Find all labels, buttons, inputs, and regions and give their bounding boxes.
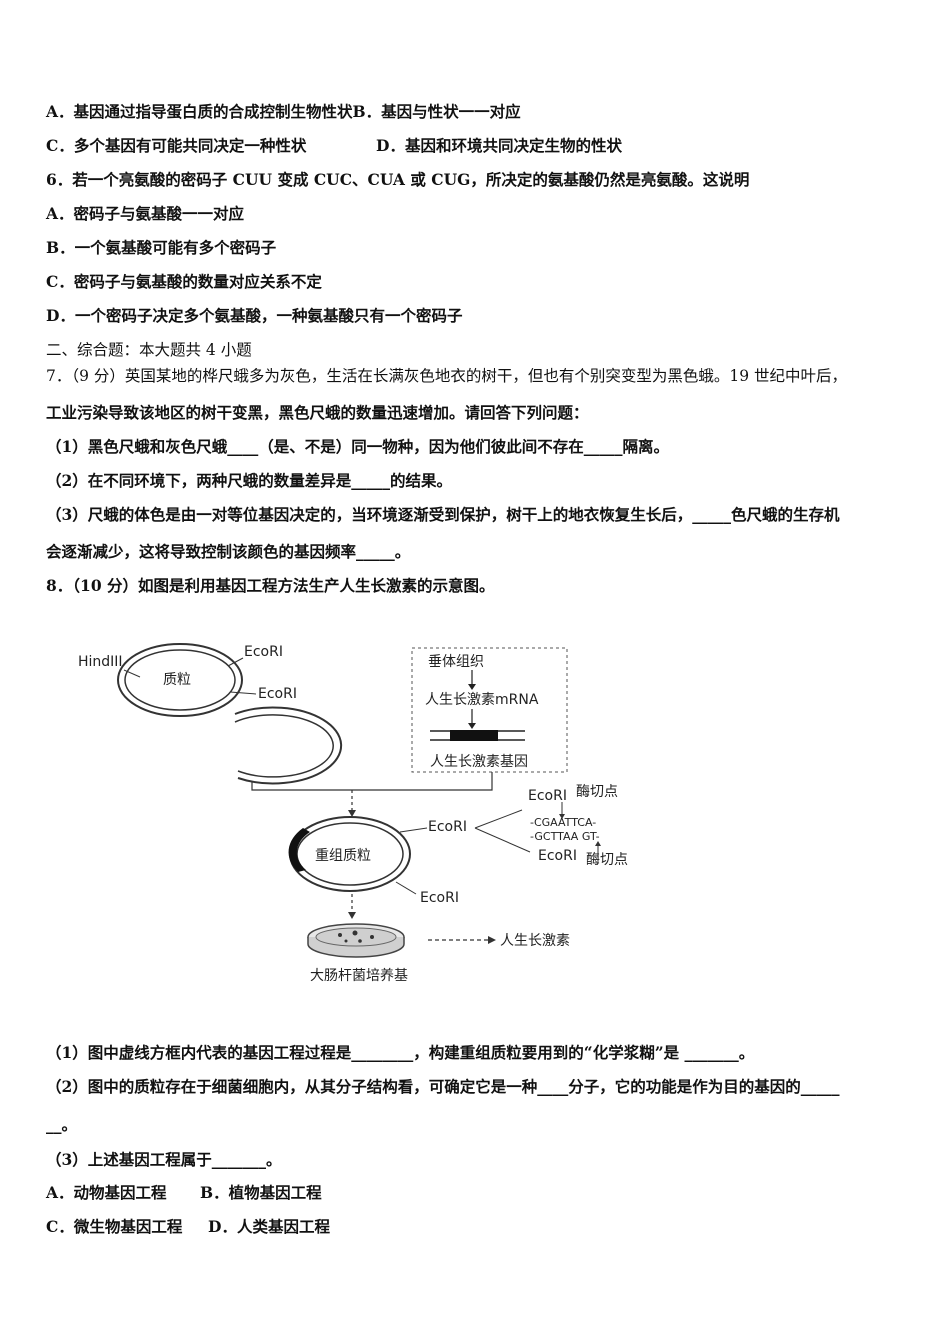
q6-option-a: A．密码子与氨基酸一一对应 [46,204,245,223]
hindiii-label: HindIII [78,654,123,670]
recombinant-plasmid-diagram: 重组质粒 EcoRI EcoRI [288,816,467,906]
ecori-label-top: EcoRI [528,788,567,804]
medium-label: 大肠杆菌培养基 [310,967,408,984]
product-label: 人生长激素 [500,932,570,949]
q8-stem: 8．（10 分）如图是利用基因工程方法生产人生长激素的示意图。 [46,576,495,595]
q7-part3-line1: （3）尺蛾的体色是由一对等位基因决定的，当环境逐渐受到保护，树干上的地衣恢复生长… [46,505,840,524]
q8-part1: （1）图中虚线方框内代表的基因工程过程是________，构建重组质粒要用到的“… [46,1043,755,1062]
q7-part1: （1）黑色尺蛾和灰色尺蛾____（是、不是）同一物种，因为他们彼此间不存在___… [46,437,670,456]
q5-option-a: A．基因通过指导蛋白质的合成控制生物性状 [46,102,353,121]
q7-stem-line2: 工业污染导致该地区的树干变黑，黑色尺蛾的数量迅速增加。请回答下列问题： [46,403,589,422]
q7-part2: （2）在不同环境下，两种尺蛾的数量差异是_____的结果。 [46,471,453,490]
q8-option-b: B．植物基因工程 [200,1183,322,1202]
restriction-site-callout: EcoRI 酶切点 -CGAATTCA- -GCTTAA GT- EcoRI 酶… [474,784,628,868]
gene-label: 人生长激素基因 [430,753,528,770]
q8-part2-line2: __。 [46,1115,78,1134]
q8-part3: （3）上述基因工程属于_______。 [46,1150,282,1169]
section-heading: 二、综合题：本大题共 4 小题 [46,341,252,359]
plasmid-label: 质粒 [163,672,191,688]
q8-part2-line1: （2）图中的质粒存在于细菌细胞内，从其分子结构看，可确定它是一种____分子，它… [46,1077,840,1096]
q6-option-c: C．密码子与氨基酸的数量对应关系不定 [46,272,322,291]
cut-site-label-top: 酶切点 [576,784,618,800]
q6-option-d: D．一个密码子决定多个氨基酸，一种氨基酸只有一个密码子 [46,306,463,325]
q5-option-ab: A．基因通过指导蛋白质的合成控制生物性状B．基因与性状一一对应 [46,102,521,122]
q5-option-b: B．基因与性状一一对应 [352,102,521,121]
ecori-label-3: EcoRI [428,819,467,835]
ecori-label-bottom: EcoRI [538,848,577,864]
q8-option-c: C．微生物基因工程 [46,1217,183,1236]
ecori-label-1: EcoRI [244,644,283,660]
sequence-top: -CGAATTCA- [530,816,596,829]
petri-dish [307,923,405,958]
ecori-label-2: EcoRI [258,686,297,702]
q6-stem: 6．若一个亮氨酸的密码子 CUU 变成 CUC、CUA 或 CUG，所决定的氨基… [46,170,750,189]
q5-option-c: C．多个基因有可能共同决定一种性状 [46,136,307,155]
cut-site-label-bottom: 酶切点 [586,852,628,868]
q8-option-a: A．动物基因工程 [46,1183,167,1202]
sequence-bottom: -GCTTAA GT- [530,830,600,843]
ecori-label-4: EcoRI [420,890,459,906]
q5-option-d: D．基因和环境共同决定生物的性状 [376,136,622,155]
dashed-box-process: 垂体组织 人生长激素mRNA 人生长激素基因 [411,647,568,773]
pituitary-label: 垂体组织 [428,654,484,670]
q6-option-b: B．一个氨基酸可能有多个密码子 [46,238,277,257]
gene-engineering-diagram: 质粒 HindIII EcoRI EcoRI 垂体组织 人生长激素mRNA 人生… [78,643,628,984]
plasmid-diagram: 质粒 HindIII EcoRI EcoRI [78,643,297,717]
cut-plasmid [234,706,343,785]
q8-option-d: D．人类基因工程 [208,1217,330,1236]
recombinant-label: 重组质粒 [315,848,371,864]
q7-part3-line2: 会逐渐减少，这将导致控制该颜色的基因频率_____。 [46,542,411,561]
mrna-label: 人生长激素mRNA [425,691,539,708]
q7-stem-line1: 7．（9 分）英国某地的桦尺蛾多为灰色，生活在长满灰色地衣的树干，但也有个别突变… [46,367,848,385]
